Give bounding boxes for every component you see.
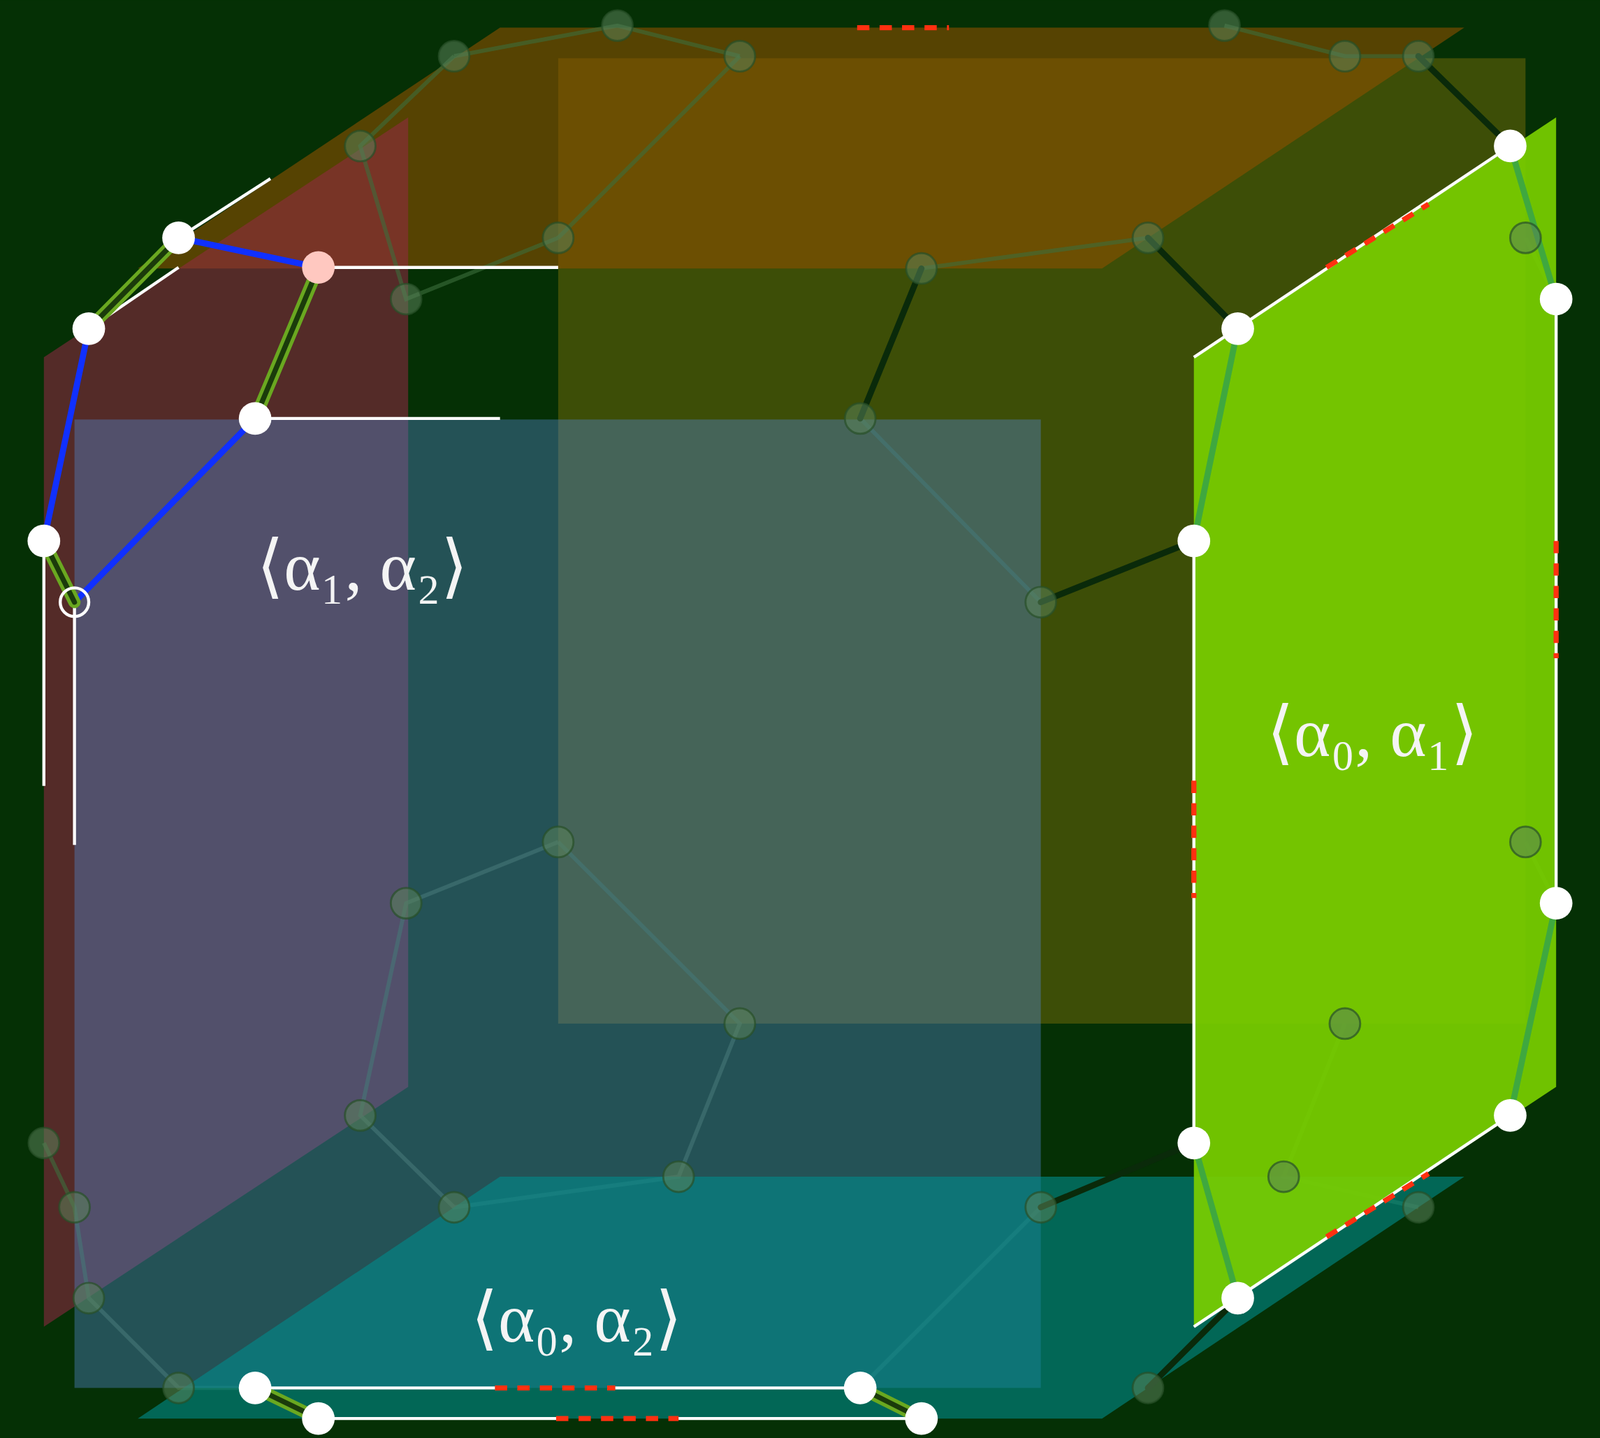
subgroup-label: ⟨α₀, α₂⟩ (470, 1283, 683, 1354)
subgroup-label: ⟨α₁, α₂⟩ (256, 531, 469, 602)
subgroup-label: ⟨α₀, α₁⟩ (1266, 697, 1479, 768)
